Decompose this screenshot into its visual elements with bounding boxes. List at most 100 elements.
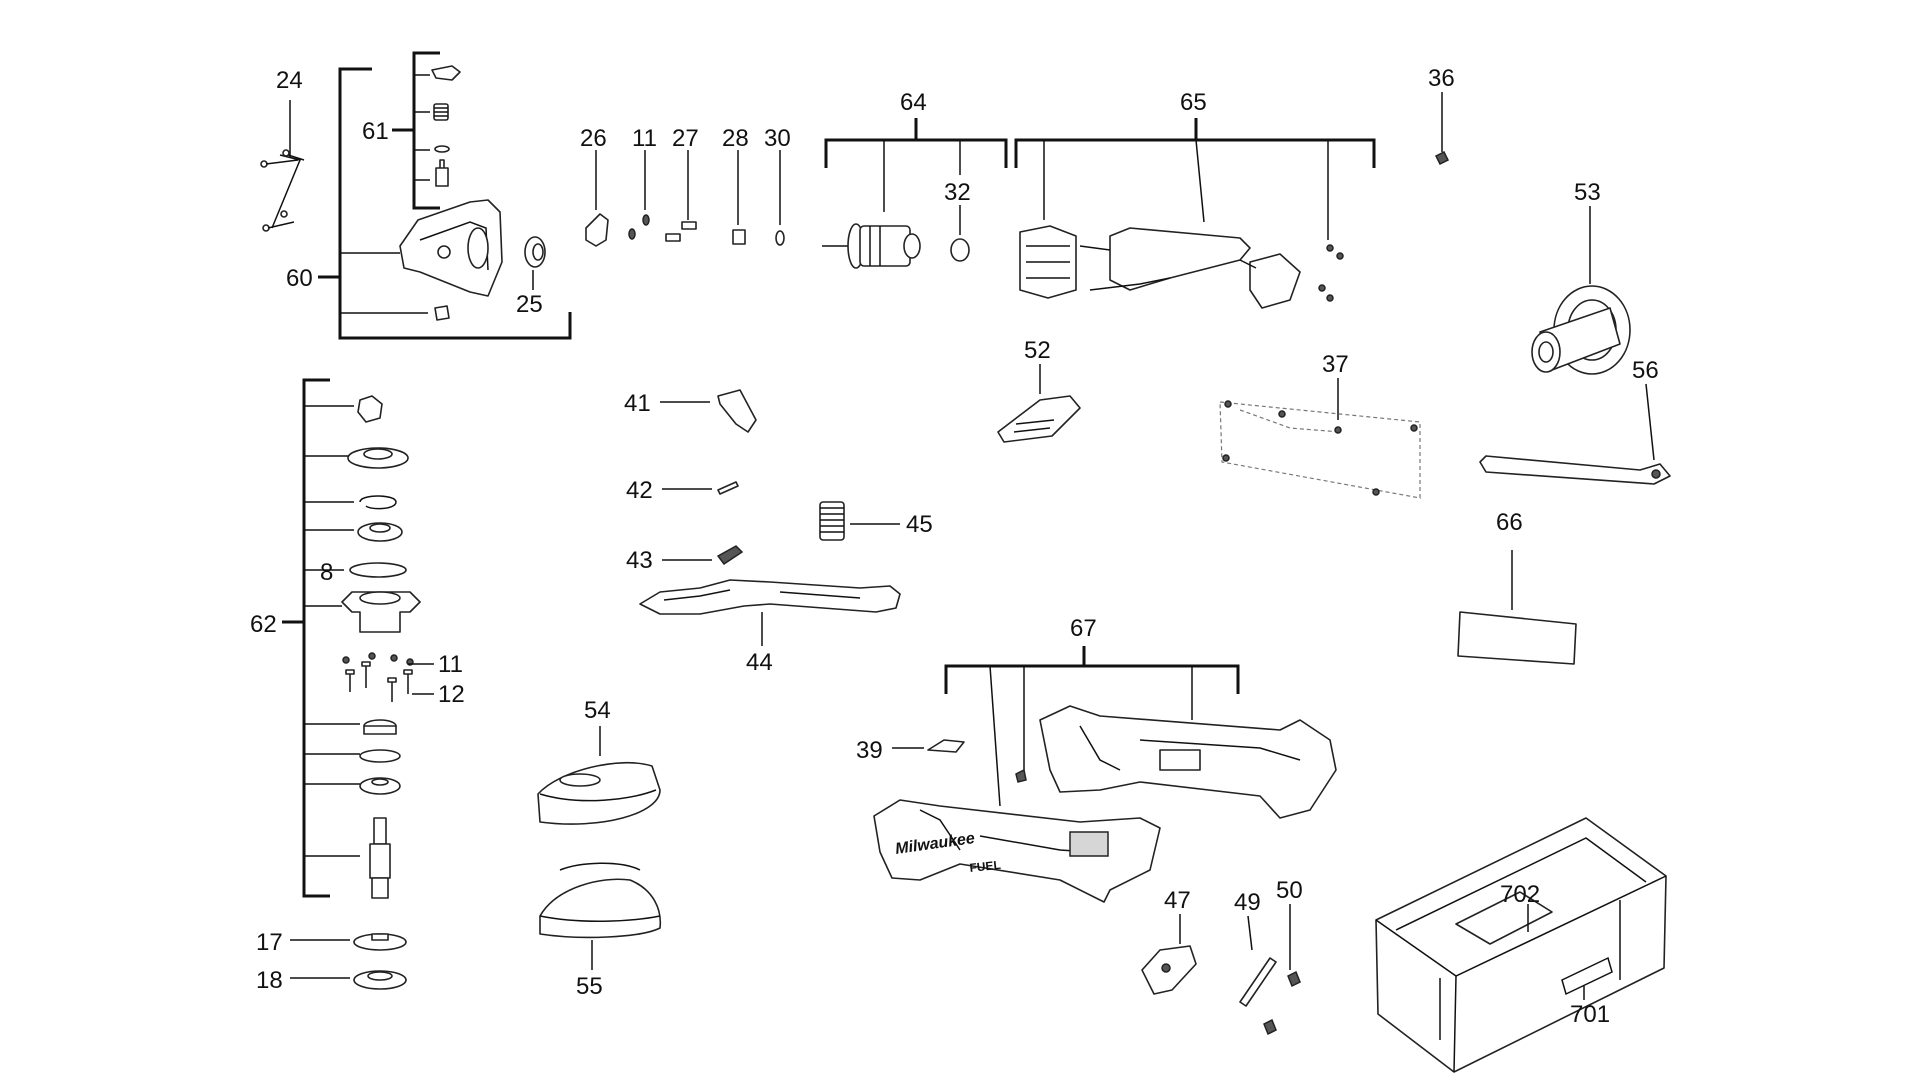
label-62: 62	[250, 611, 277, 638]
paddle-switch-52: 52	[997, 337, 1081, 443]
controller-board	[1079, 227, 1301, 309]
case-handle	[1561, 956, 1613, 996]
label-52: 52	[1024, 337, 1051, 364]
screws-11-12	[342, 652, 414, 702]
label-39: 39	[856, 737, 883, 764]
label-18: 18	[256, 967, 283, 994]
electronics-group-65: 65	[1014, 89, 1376, 309]
label-67: 67	[1070, 615, 1097, 642]
label-37: 37	[1322, 351, 1349, 378]
housing-half-front: Milwaukee FUEL	[873, 799, 1161, 903]
flange-nuts: 17 18	[256, 929, 407, 994]
label-701: 701	[1570, 1001, 1610, 1028]
bearing-32	[950, 238, 970, 262]
label-36: 36	[1428, 65, 1455, 92]
latch-button	[431, 65, 461, 81]
stator	[1019, 225, 1077, 299]
rod-49	[1239, 957, 1277, 1007]
label-11b: 11	[438, 651, 463, 678]
label-44: 44	[746, 649, 773, 676]
label-702: 702	[1500, 881, 1540, 908]
label-41: 41	[624, 390, 651, 417]
label-plate-66: 66	[1457, 509, 1577, 665]
flange-plate	[347, 447, 409, 469]
o-ring-8	[349, 562, 407, 578]
housing-half-back	[1039, 705, 1337, 819]
bearing-25	[524, 236, 546, 268]
screws-65	[1318, 244, 1344, 302]
spring-43	[716, 545, 744, 566]
cap-nut	[357, 395, 383, 423]
small-parts-row: 26 11 27 28 30	[580, 125, 791, 247]
label-64: 64	[900, 89, 927, 116]
group-60-gear-housing: 24 61 60 25	[260, 51, 572, 340]
screw-set-37: 37	[1219, 351, 1421, 499]
label-32: 32	[944, 179, 971, 206]
bearing-large	[357, 522, 403, 542]
pad-26	[585, 213, 609, 247]
ring-30	[775, 230, 785, 246]
clip-small	[1015, 768, 1027, 783]
label-60: 60	[286, 265, 313, 292]
guard-55: 55	[539, 862, 662, 1000]
label-42: 42	[626, 477, 653, 504]
bearing-bottom	[363, 719, 397, 735]
switch-bar-44	[639, 579, 901, 615]
guard-54: 54	[537, 697, 661, 825]
outer-flange-18	[353, 970, 407, 990]
bearing-ring	[359, 777, 401, 795]
carry-case: 702 701	[1375, 817, 1667, 1073]
label-26: 26	[580, 125, 607, 152]
label-12: 12	[438, 681, 465, 708]
group-62-spindle: 62 8 11 12	[250, 378, 465, 899]
label-8: 8	[320, 559, 333, 586]
housing-group-67: Milwaukee FUEL 67 39	[856, 615, 1337, 903]
label-54: 54	[584, 697, 611, 724]
label-53: 53	[1574, 179, 1601, 206]
rotor-group-64: 64 32	[822, 89, 1008, 269]
label-56: 56	[1632, 357, 1659, 384]
lever-41	[717, 389, 757, 433]
bearing-flange	[341, 591, 421, 633]
label-24: 24	[276, 67, 303, 94]
spring-45	[819, 501, 845, 541]
spring-small	[433, 103, 449, 121]
small-parts-bottom: 47 49 50	[1141, 877, 1303, 1036]
screw-11-top	[642, 214, 650, 226]
rotor	[822, 223, 921, 269]
screws-50	[1263, 970, 1301, 1036]
label-45: 45	[906, 511, 933, 538]
washer	[359, 749, 401, 763]
label-27: 27	[672, 125, 699, 152]
label-43: 43	[626, 547, 653, 574]
clip-39	[927, 739, 965, 753]
label-66: 66	[1496, 509, 1523, 536]
side-handle-53: 53	[1531, 179, 1631, 375]
label-17: 17	[256, 929, 283, 956]
label-49: 49	[1234, 889, 1261, 916]
label-25: 25	[516, 291, 543, 318]
inner-flange-17	[353, 933, 407, 951]
series-logo: FUEL	[969, 858, 1002, 875]
bushing-28	[732, 229, 746, 245]
spindle-lock-pin	[435, 159, 449, 187]
label-65: 65	[1180, 89, 1207, 116]
label-28: 28	[722, 125, 749, 152]
part-36: 36	[1428, 65, 1455, 166]
label-30: 30	[764, 125, 791, 152]
switch-parts: 41 42 43 45 44	[624, 389, 933, 676]
pin-42	[717, 481, 739, 495]
label-55: 55	[576, 973, 603, 1000]
label-61: 61	[362, 118, 389, 145]
screws-24	[260, 149, 305, 232]
bearing-sleeve	[434, 305, 450, 321]
screws-27	[665, 221, 697, 242]
spindle	[369, 817, 391, 899]
label-50: 50	[1276, 877, 1303, 904]
label-11a: 11	[632, 125, 657, 152]
label-47: 47	[1164, 887, 1191, 914]
wrench-56: 56	[1479, 357, 1671, 485]
retaining-ring	[359, 495, 397, 510]
o-ring-small	[434, 145, 450, 153]
